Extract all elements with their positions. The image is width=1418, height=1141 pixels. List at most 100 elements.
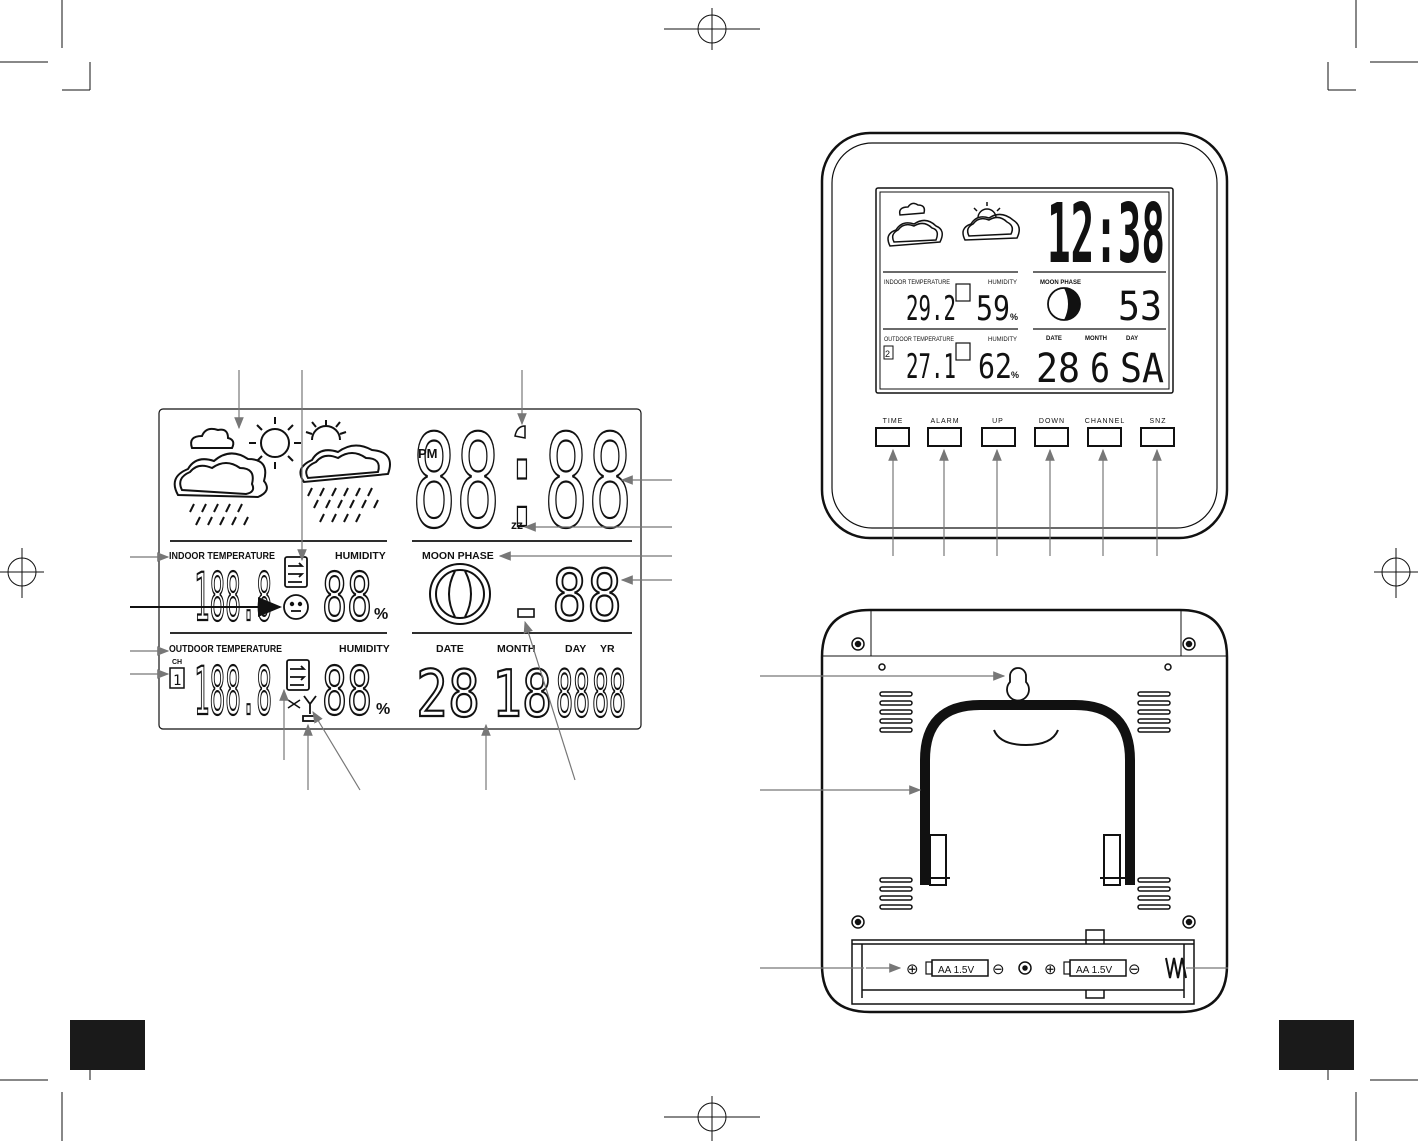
front-moon-value: 53: [1118, 284, 1162, 330]
outdoor-temp-digits: 188.8: [194, 653, 272, 730]
pm-label: PM: [418, 446, 438, 461]
alarm-button-label: ALARM: [930, 418, 959, 425]
yr-label: YR: [600, 643, 615, 655]
front-outdoor-trend-icon: [955, 342, 971, 361]
month-digits: 18: [492, 658, 552, 732]
channel-label: CH: [172, 659, 182, 666]
front-month-value: 6: [1090, 346, 1110, 392]
outdoor-humidity-digits: 88: [322, 653, 372, 730]
front-cloud-icon: [887, 202, 943, 247]
outdoor-humidity-label: HUMIDITY: [339, 643, 390, 655]
front-indoor-trend-icon: [955, 283, 971, 302]
front-day-label: DAY: [1126, 336, 1138, 342]
front-view: 12:38 INDOOR TEMPERATURE HUMIDITY 29.2 5…: [820, 131, 1229, 556]
channel-value: 1: [173, 673, 181, 689]
date-label: DATE: [436, 643, 464, 655]
up-button[interactable]: UP: [981, 418, 1016, 447]
front-indoor-humidity-label: HUMIDITY: [988, 280, 1017, 286]
channel-button-label: CHANNEL: [1085, 418, 1125, 425]
front-moon-phase-label: MOON PHASE: [1040, 280, 1081, 286]
battery-compartment: [851, 929, 1195, 1005]
front-day-value: SA: [1120, 346, 1164, 392]
lcd-frame: [158, 408, 642, 730]
front-moon-icon: [1047, 287, 1081, 321]
alarm-bell-icon: [514, 425, 526, 439]
signal-antenna-icon: [302, 695, 317, 722]
front-sun-cloud-icon: [962, 202, 1020, 241]
front-month-label: MONTH: [1085, 336, 1107, 342]
battery-spring-icon: [1165, 957, 1187, 979]
battery-2: ⊕ AA 1.5V ⊖: [1044, 959, 1141, 978]
day-digits: 88: [556, 658, 590, 732]
lcd-diagram: PM 88:88 zz INDOOR TEMPERATURE HUMIDITY …: [130, 370, 672, 791]
screw-icons: [851, 637, 1196, 929]
alarm-button[interactable]: ALARM: [927, 418, 962, 447]
battery-separator-icon: [1018, 961, 1032, 975]
front-indoor-label: INDOOR TEMPERATURE: [884, 280, 950, 286]
comfort-face-icon: [283, 594, 309, 620]
front-outdoor-temp: 27.1: [906, 347, 956, 387]
indoor-temp-digits: 188.8: [194, 559, 272, 636]
down-button[interactable]: DOWN: [1034, 418, 1069, 447]
battery-2-label: AA 1.5V: [1076, 965, 1112, 976]
left-page-tab: [70, 1020, 145, 1070]
outdoor-temperature-label: OUTDOOR TEMPERATURE: [169, 643, 282, 655]
stand: [920, 700, 1135, 886]
battery-1: ⊕ AA 1.5V ⊖: [906, 959, 1005, 978]
front-outdoor-percent: %: [1011, 370, 1019, 380]
sun-rain-icon: [299, 420, 391, 523]
front-callout-arrows: [888, 448, 1162, 556]
front-date-label: DATE: [1046, 336, 1062, 342]
channel-box-icon: [169, 667, 185, 689]
back-view: ⊕ AA 1.5V ⊖ ⊕ AA 1.5V ⊖: [760, 608, 1229, 1014]
snz-button[interactable]: SNZ: [1140, 418, 1175, 447]
time-button[interactable]: TIME: [875, 418, 910, 447]
cloud-icon: [190, 427, 235, 449]
rain-cloud-icon: [173, 452, 268, 526]
battery-2-minus-icon: ⊖: [1128, 961, 1141, 978]
front-outdoor-label: OUTDOOR TEMPERATURE: [884, 337, 954, 343]
clock-digits: 88:88: [412, 408, 632, 557]
moon-phase-label: MOON PHASE: [422, 550, 494, 562]
indoor-trend-icon: [284, 556, 308, 588]
snz-button-label: SNZ: [1150, 418, 1167, 425]
front-indoor-percent: %: [1010, 312, 1018, 322]
front-time-display: 12:38: [1047, 187, 1165, 282]
up-button-label: UP: [992, 418, 1004, 425]
right-page-tab: [1279, 1020, 1354, 1070]
vent-slots: [879, 691, 1171, 910]
yr-digits: 88: [592, 658, 626, 732]
wall-hang-hole-icon: [1006, 667, 1030, 702]
moon-icon: [429, 563, 491, 625]
indoor-percent: %: [374, 606, 388, 623]
front-lcd-inner: [879, 191, 1170, 390]
front-outdoor-humidity-label: HUMIDITY: [988, 337, 1017, 343]
front-channel-box: [883, 345, 894, 360]
lcd-callout-arrows: [130, 370, 672, 791]
time-button-label: TIME: [883, 418, 904, 425]
front-indoor-temp: 29.2: [906, 289, 956, 329]
month-label: MONTH: [497, 643, 536, 655]
back-housing: [820, 608, 1229, 1014]
front-indoor-humidity: 59: [976, 289, 1010, 329]
indoor-temperature-label: INDOOR TEMPERATURE: [169, 550, 275, 562]
outdoor-trend-icon: [286, 659, 310, 691]
down-button-label: DOWN: [1039, 418, 1065, 425]
outdoor-percent: %: [376, 701, 390, 718]
battery-1-plus-icon: ⊕: [906, 961, 919, 978]
front-buttons: TIME ALARM UP DOWN CHANNEL SNZ: [875, 418, 1175, 447]
battery-1-minus-icon: ⊖: [992, 961, 1005, 978]
date-digits: 28: [416, 658, 480, 732]
front-date-value: 28: [1036, 346, 1080, 392]
battery-1-label: AA 1.5V: [938, 965, 974, 976]
low-battery-icon: [287, 699, 301, 709]
front-housing-outer: [820, 131, 1229, 540]
channel-button[interactable]: CHANNEL: [1085, 418, 1125, 447]
front-lcd-outer: [875, 187, 1174, 394]
day-label: DAY: [565, 643, 586, 655]
front-housing-inner: [831, 142, 1218, 529]
front-outdoor-humidity: 62: [978, 347, 1012, 387]
back-callout-arrows: [760, 671, 1228, 969]
front-channel-value: 2: [885, 349, 890, 359]
